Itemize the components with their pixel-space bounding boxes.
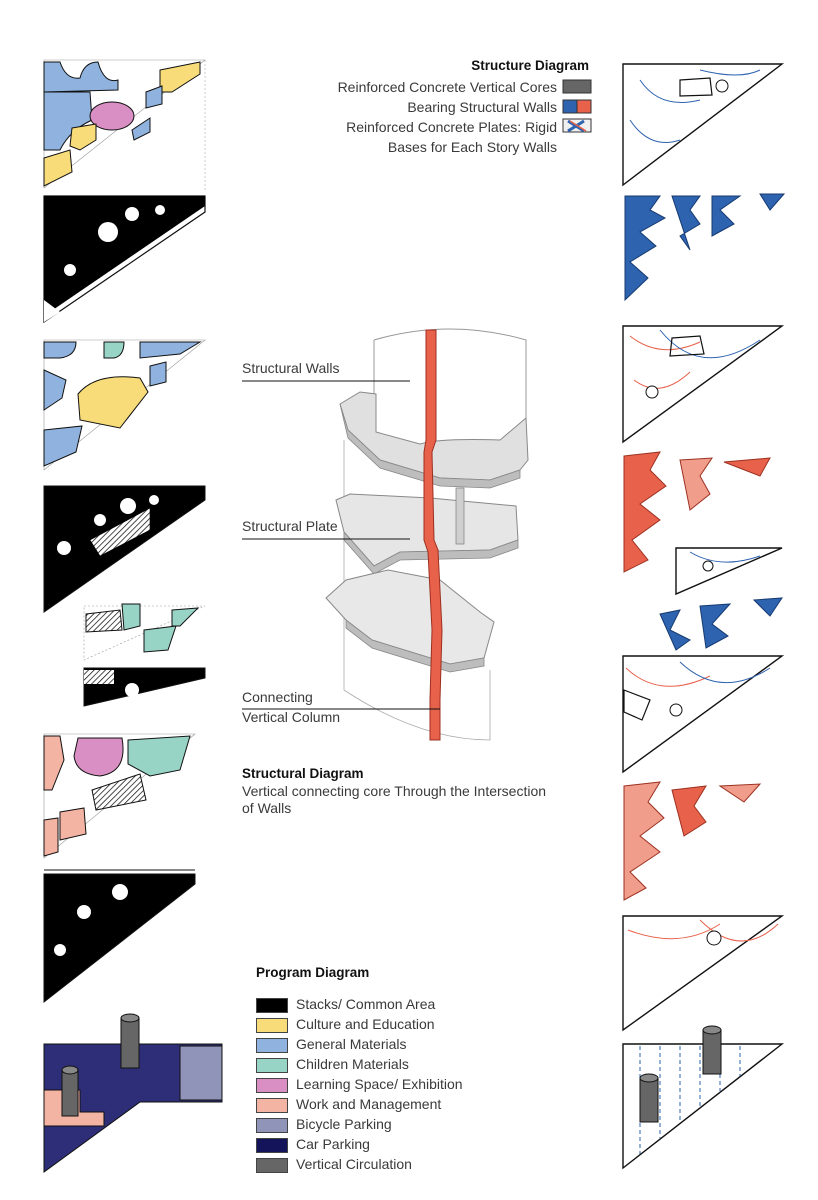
structure-legend-item-walls: Bearing Structural Walls <box>407 99 557 115</box>
left-floor-3-stacks <box>83 667 206 707</box>
left-parking-level <box>43 1013 223 1173</box>
label-structural-walls: Structural Walls <box>242 360 340 376</box>
structure-legend-item-cores: Reinforced Concrete Vertical Cores <box>337 79 557 95</box>
program-legend-label: Work and Management <box>296 1096 442 1112</box>
program-legend-swatch <box>256 1098 288 1113</box>
right-structure-2-plan <box>622 325 785 444</box>
right-structure-2-walls <box>623 451 771 573</box>
left-floor-2-stacks <box>43 485 206 613</box>
program-legend-label: General Materials <box>296 1036 407 1052</box>
right-structure-3-walls <box>659 597 783 651</box>
program-legend-label: Vertical Circulation <box>296 1156 412 1172</box>
left-floor-4-stacks <box>43 869 196 1004</box>
right-structure-5-plan <box>622 915 785 1032</box>
right-structure-4-plan <box>622 655 785 774</box>
left-floor-1-stacks <box>43 195 206 324</box>
grey-core-swatch <box>562 79 592 94</box>
program-legend-label: Children Materials <box>296 1056 409 1072</box>
program-legend-swatch <box>256 1018 288 1033</box>
axonometric-structure <box>325 328 529 741</box>
program-legend-label: Car Parking <box>296 1136 370 1152</box>
program-legend-swatch <box>256 998 288 1013</box>
structure-legend-item-plates: Reinforced Concrete Plates: Rigid <box>346 119 557 135</box>
program-legend-swatch <box>256 1058 288 1073</box>
program-legend-swatch <box>256 1118 288 1133</box>
structure-legend-title: Structure Diagram <box>471 58 589 73</box>
right-structure-6-base <box>622 1025 785 1170</box>
program-legend-label: Culture and Education <box>296 1016 435 1032</box>
structural-diagram-line2: of Walls <box>242 800 292 816</box>
label-vertical-column: Vertical Column <box>242 709 341 725</box>
label-connecting: Connecting <box>242 689 313 705</box>
program-legend-swatch <box>256 1138 288 1153</box>
right-structure-4-walls <box>623 781 762 901</box>
program-legend-label: Stacks/ Common Area <box>296 996 436 1012</box>
label-structural-plate: Structural Plate <box>242 518 338 534</box>
program-legend-swatch <box>256 1158 288 1173</box>
program-legend-swatch <box>256 1038 288 1053</box>
left-floor-2-program <box>43 339 206 471</box>
right-structure-1-plan <box>622 63 785 187</box>
left-floor-1-program <box>43 59 206 190</box>
x-plate-swatch <box>562 118 592 133</box>
structure-legend-item-bases: Bases for Each Story Walls <box>387 139 557 155</box>
structural-diagram-line1: Vertical connecting core Through the Int… <box>242 783 547 799</box>
program-legend-swatch <box>256 1078 288 1093</box>
structural-diagram-title: Structural Diagram <box>242 766 364 781</box>
program-legend-title: Program Diagram <box>256 965 370 980</box>
right-structure-3-plan <box>675 547 783 596</box>
blue-red-wall-swatch <box>562 99 592 114</box>
program-legend-label: Learning Space/ Exhibition <box>296 1076 463 1092</box>
program-legend-label: Bicycle Parking <box>296 1116 392 1132</box>
right-structure-1-walls <box>624 193 786 302</box>
left-floor-4-program <box>43 733 196 859</box>
left-floor-3-program <box>83 603 206 661</box>
